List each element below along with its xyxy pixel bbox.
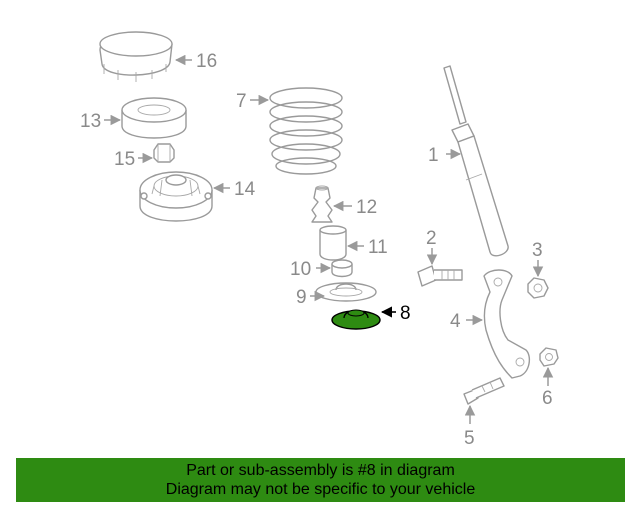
part-15-nut [153,143,175,163]
part-info-banner: Part or sub-assembly is #8 in diagram Di… [16,458,625,502]
callout-9: 9 [296,287,307,308]
part-16-top-cap [99,31,173,82]
part-5-bolt [463,377,505,405]
part-6-nut [539,347,559,367]
callout-5: 5 [464,428,475,449]
part-12-bump-stop [311,185,333,223]
part-13-isolator [121,97,187,139]
callout-1: 1 [428,145,439,166]
callout-7: 7 [236,91,247,112]
callout-16: 16 [196,51,217,72]
callout-2: 2 [426,228,437,249]
callout-4: 4 [450,311,461,332]
callout-10: 10 [290,259,311,280]
part-3-nut [527,277,549,299]
callout-14: 14 [234,179,256,200]
banner-line-2: Diagram may not be specific to your vehi… [165,481,476,498]
callout-13: 13 [80,111,101,132]
part-7-coil-spring [269,87,343,175]
callout-6: 6 [542,388,553,409]
part-8-spring-seat [331,309,381,330]
callout-12: 12 [356,197,377,218]
part-14-strut-mount [139,171,213,222]
callout-8: 8 [400,303,411,324]
part-4-bracket [483,269,531,379]
banner-line-1: Part or sub-assembly is #8 in diagram [186,462,455,479]
part-2-bolt [417,265,463,287]
leader-lines [104,54,554,424]
part-1-strut [443,65,509,257]
part-9-upper-seat [315,282,377,302]
callout-15: 15 [114,149,135,170]
part-11-dust-boot [319,225,347,261]
callout-11: 11 [368,237,388,258]
part-10-spacer [331,259,353,278]
callout-3: 3 [532,240,543,261]
